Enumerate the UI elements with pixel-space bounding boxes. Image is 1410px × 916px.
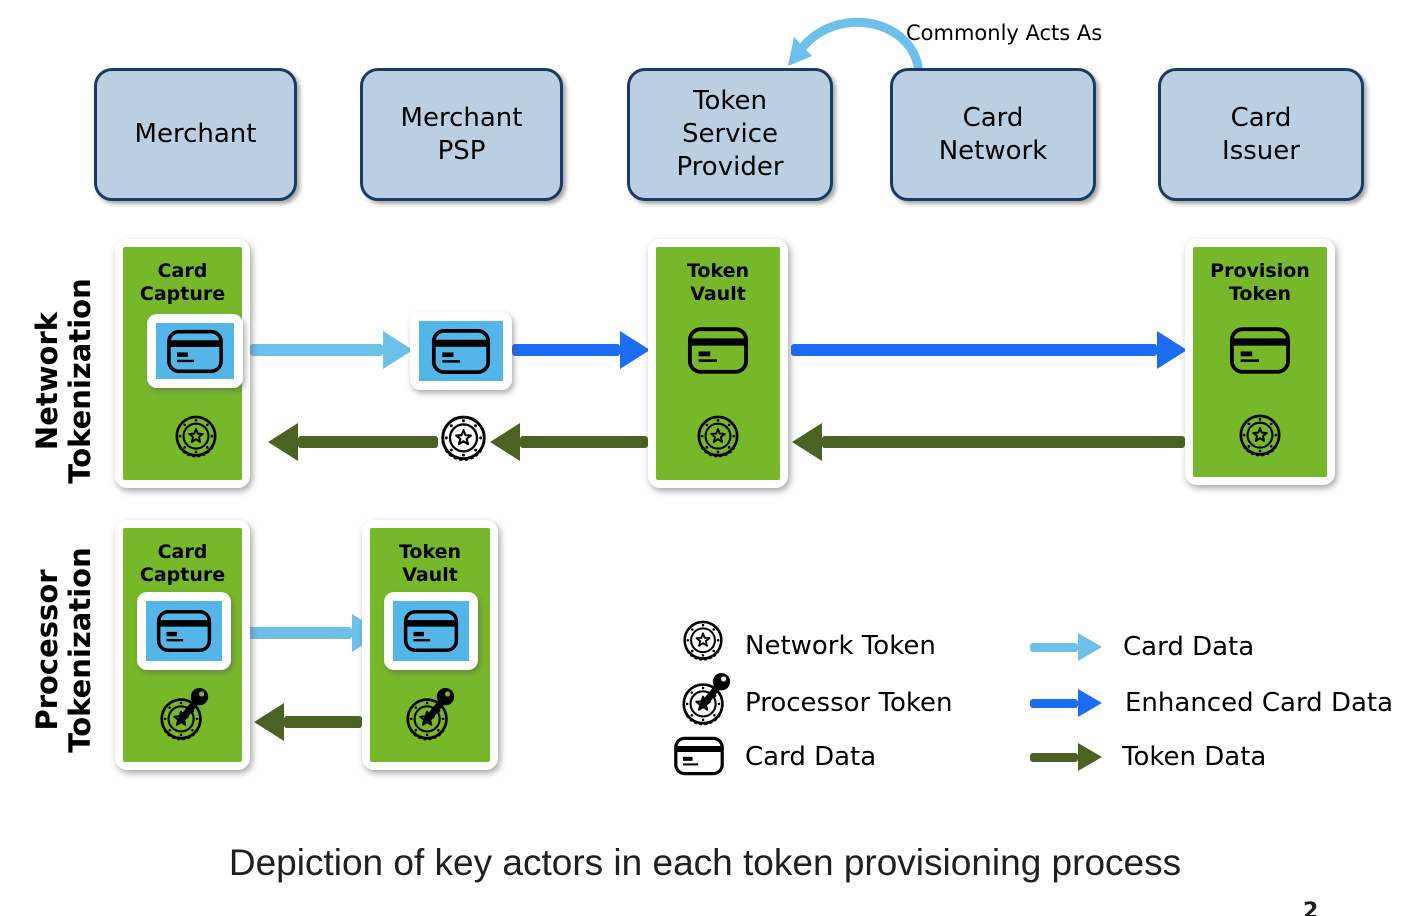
legend-label-processor-token: Processor Token bbox=[745, 688, 953, 718]
node-title-card-capture: Card Capture bbox=[139, 260, 226, 305]
node-title-token-vault: Token Vault bbox=[686, 260, 750, 305]
commonly-acts-as-label: Commonly Acts As bbox=[906, 21, 1103, 45]
actor-box-token-service-provider: Token Service Provider bbox=[627, 68, 833, 201]
token-data-arrow-tsp-to-psp bbox=[490, 423, 648, 461]
card-icon bbox=[673, 736, 725, 776]
footnote-marker: 2 bbox=[1303, 899, 1319, 916]
legend-token-data-arrow bbox=[1030, 743, 1102, 771]
actor-label-merchant-psp: Merchant PSP bbox=[400, 102, 523, 166]
commonly-acts-as-curved-arrow-icon bbox=[788, 17, 923, 71]
diagram-caption: Depiction of key actors in each token pr… bbox=[228, 842, 1182, 883]
row-label-network-tokenization: Network Tokenization bbox=[30, 278, 97, 484]
actor-label-card-issuer: Card Issuer bbox=[1222, 102, 1300, 166]
card-icon bbox=[403, 609, 459, 653]
card-icon bbox=[431, 328, 491, 375]
node-network-token-vault: Token Vault bbox=[648, 239, 788, 488]
network-token-coin-icon bbox=[175, 415, 217, 458]
card-data-arrow-capture-to-vault bbox=[234, 614, 382, 652]
legend-enhanced-card-data-arrow bbox=[1030, 689, 1102, 717]
node-provision-token: Provision Token bbox=[1185, 239, 1335, 485]
token-data-arrow-issuer-to-tsp bbox=[792, 423, 1185, 461]
processor-token-coin-key-icon bbox=[401, 685, 459, 747]
enhanced-card-data-arrow-tsp-to-issuer bbox=[791, 331, 1187, 369]
enhanced-card-data-arrow-psp-to-tsp bbox=[512, 331, 650, 369]
network-token-coin-icon bbox=[1239, 414, 1281, 457]
network-token-coin-icon bbox=[683, 620, 723, 661]
card-data-chip bbox=[137, 592, 231, 670]
processor-token-coin-key-icon bbox=[677, 670, 735, 732]
legend-label-token-data-arrow: Token Data bbox=[1122, 742, 1267, 772]
network-token-coin-icon bbox=[438, 415, 489, 465]
card-data-chip bbox=[384, 592, 478, 670]
actor-label-token-service-provider: Token Service Provider bbox=[676, 86, 784, 182]
token-data-arrow-vault-to-capture bbox=[254, 703, 362, 741]
node-title-card-capture: Card Capture bbox=[139, 541, 226, 586]
actor-box-merchant-psp: Merchant PSP bbox=[360, 68, 563, 201]
legend-card-data-arrow bbox=[1030, 633, 1102, 661]
card-data-chip bbox=[147, 314, 243, 388]
actor-box-card-network: Card Network bbox=[890, 68, 1096, 201]
legend-label-network-token: Network Token bbox=[745, 631, 936, 661]
processor-token-coin-key-icon bbox=[155, 685, 213, 747]
token-data-arrow-psp-to-merchant bbox=[268, 423, 438, 461]
legend-label-card-data-arrow: Card Data bbox=[1123, 632, 1255, 662]
card-icon bbox=[1229, 326, 1291, 375]
card-data-chip-psp bbox=[410, 312, 512, 390]
row-label-processor-tokenization: Processor Tokenization bbox=[30, 547, 97, 753]
card-icon bbox=[156, 609, 212, 653]
actor-box-merchant: Merchant bbox=[94, 68, 297, 201]
card-icon bbox=[166, 329, 224, 374]
actor-label-card-network: Card Network bbox=[938, 102, 1048, 166]
actor-box-card-issuer: Card Issuer bbox=[1158, 68, 1364, 201]
node-title-token-vault: Token Vault bbox=[398, 541, 462, 586]
card-icon bbox=[687, 326, 749, 375]
node-title-provision-token: Provision Token bbox=[1210, 260, 1310, 305]
legend-label-card-data: Card Data bbox=[745, 742, 877, 772]
network-token-coin-icon bbox=[697, 415, 739, 458]
card-data-arrow-merchant-to-psp bbox=[250, 331, 413, 369]
legend-label-enhanced-card-data-arrow: Enhanced Card Data bbox=[1125, 688, 1394, 718]
actor-label-merchant: Merchant bbox=[134, 119, 257, 149]
